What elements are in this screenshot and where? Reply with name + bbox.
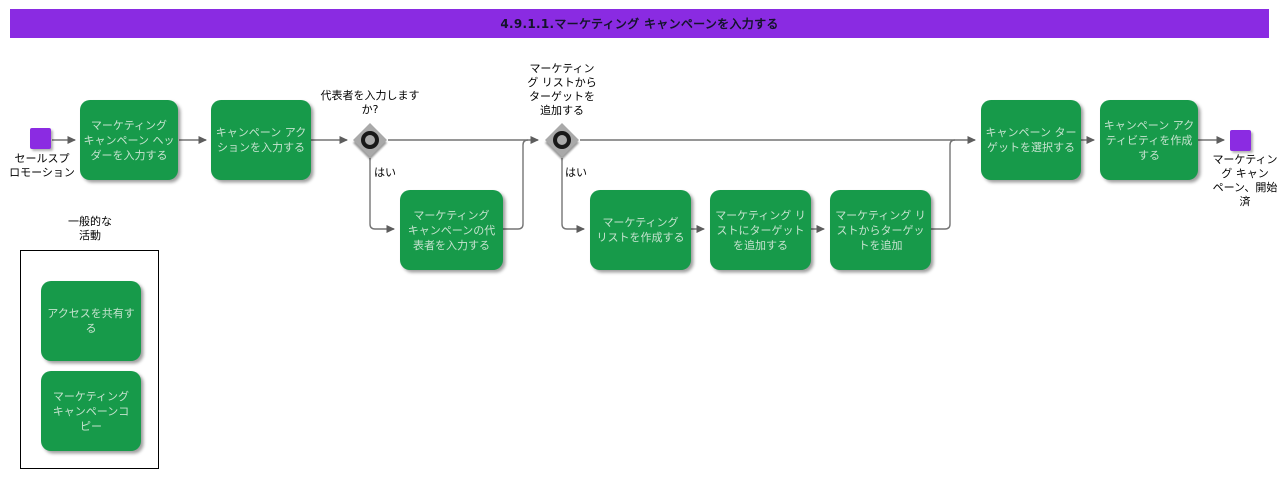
task-select-campaign-targets: キャンペーン ター ゲットを選択する <box>981 100 1081 180</box>
task-create-marketing-list: マーケティング リストを作成する <box>590 190 691 270</box>
task-enter-campaign-action: キャンペーン アク ションを入力する <box>211 100 311 180</box>
gateway-circle-icon <box>553 131 571 149</box>
legend-title: 一般的な 活動 <box>68 215 112 242</box>
end-event-label: マーケティン グ キャン ペーン、開始 済 <box>1212 153 1278 208</box>
gateway1-question: 代表者を入力します か? <box>320 89 420 116</box>
end-event-campaign-started <box>1230 130 1251 151</box>
legend-box: アクセスを共有する マーケティング キャンペーンコ ピー <box>20 250 159 469</box>
start-event-sales-promotion <box>30 128 51 149</box>
task-add-targets-from-list: マーケティング リ ストからターゲッ トを追加 <box>830 190 931 270</box>
gateway1-yes-label: はい <box>374 166 396 179</box>
diagram-title-bar: 4.9.1.1.マーケティング キャンペーンを入力する <box>10 9 1269 38</box>
task-enter-campaign-representative: マーケティング キャンペーンの代 表者を入力する <box>400 190 503 270</box>
gateway2-yes-label: はい <box>565 166 587 179</box>
legend-task-campaign-copy: マーケティング キャンペーンコ ピー <box>41 371 141 451</box>
task-create-campaign-activity: キャンペーン アク ティビティを作成 する <box>1100 100 1198 180</box>
task-add-targets-to-list: マーケティング リ ストにターゲット を追加する <box>710 190 811 270</box>
start-event-label: セールスプ ロモーション <box>9 152 75 179</box>
gateway-circle-icon <box>361 131 379 149</box>
diagram-title: 4.9.1.1.マーケティング キャンペーンを入力する <box>500 17 779 31</box>
task-enter-campaign-header: マーケティング キャンペーン ヘッ ダーを入力する <box>80 100 178 180</box>
gateway2-question: マーケティン グ リストから ターゲットを 追加する <box>527 62 597 117</box>
legend-task-share-access: アクセスを共有する <box>41 281 141 361</box>
